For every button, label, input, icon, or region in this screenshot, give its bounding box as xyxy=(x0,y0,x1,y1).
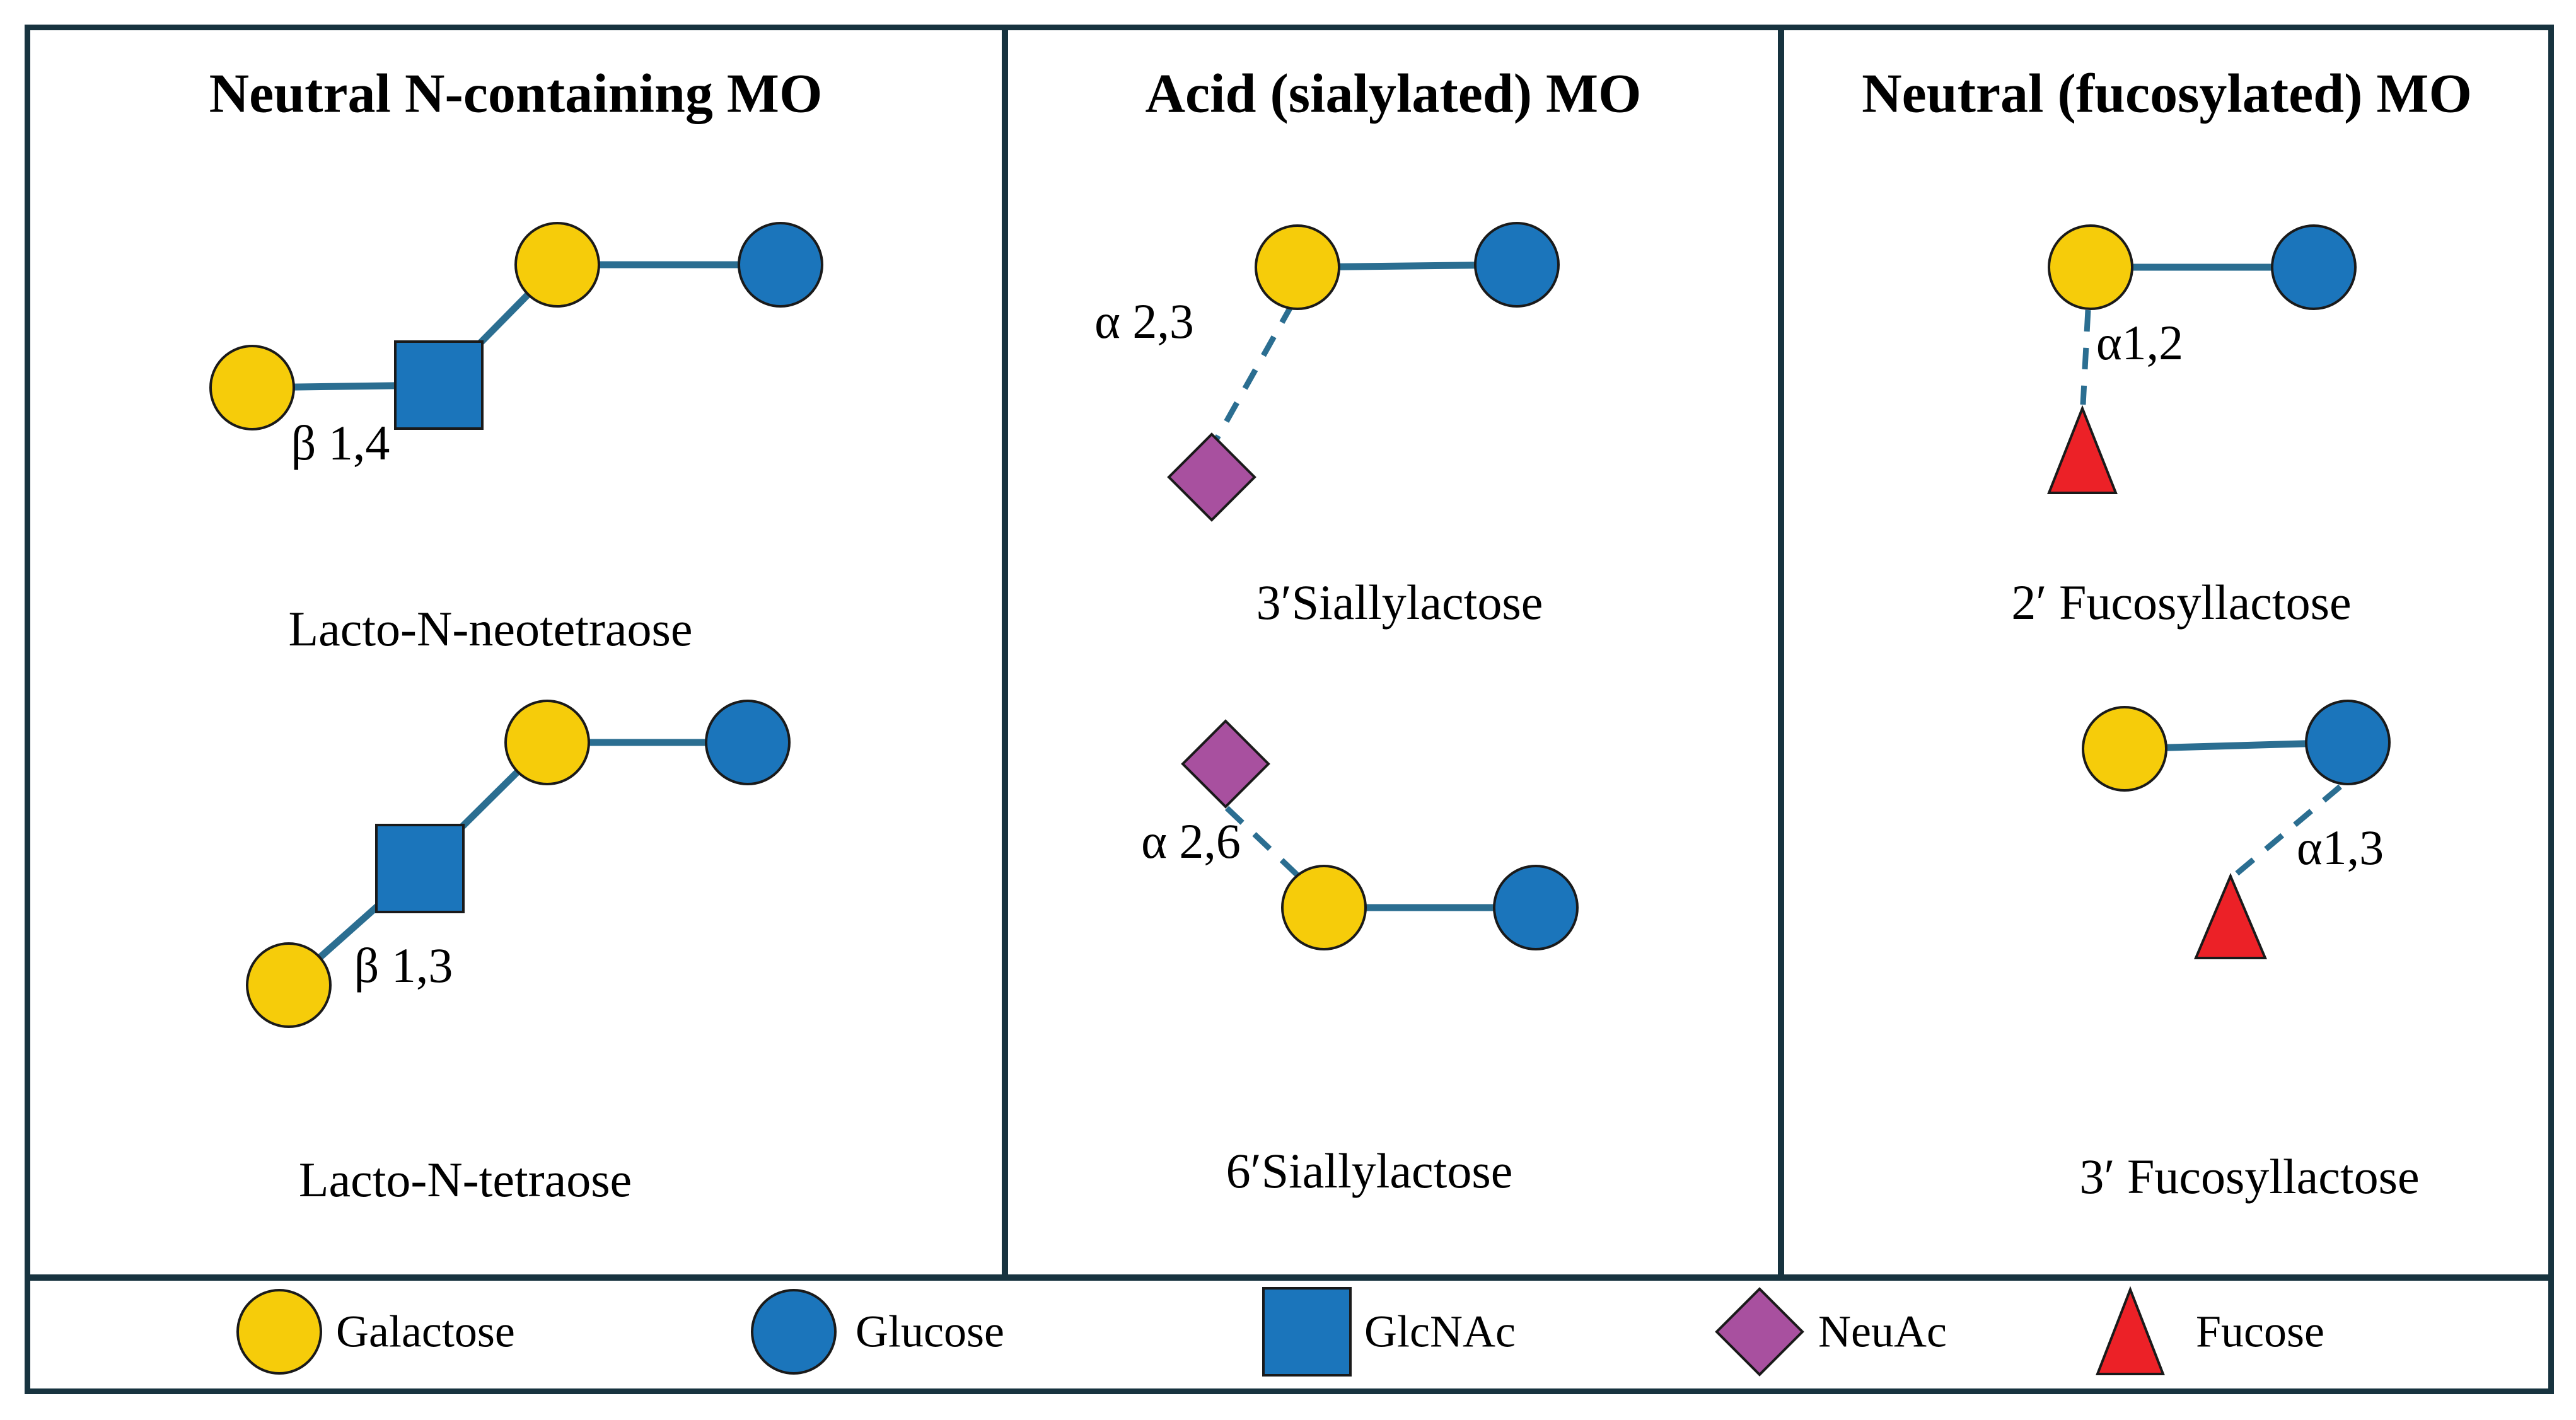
linkage-label-beta-1-3: β 1,3 xyxy=(354,938,453,993)
glcnac-node xyxy=(394,340,484,430)
linkage-label-alpha-1-2: α1,2 xyxy=(2096,315,2184,371)
structure-name-6-siallylactose: 6′Siallylactose xyxy=(1226,1143,1513,1199)
neuac-node xyxy=(1181,719,1270,809)
galactose-node xyxy=(246,942,332,1028)
glucose-node xyxy=(2271,224,2357,310)
panel-divider-1 xyxy=(1002,30,1008,1278)
fucose-node xyxy=(2193,872,2268,959)
legend-neuac-icon xyxy=(1715,1287,1804,1377)
galactose-node xyxy=(1255,224,1340,310)
glucose-node xyxy=(2305,700,2391,785)
glycosidic-link-dashed xyxy=(2080,309,2091,405)
linkage-label-beta-1-4: β 1,4 xyxy=(291,415,390,471)
legend-label-fucose: Fucose xyxy=(2196,1306,2324,1357)
legend-fucose-icon xyxy=(2096,1286,2165,1375)
structure-name-3-fucosyllactose: 3′ Fucosyllactose xyxy=(2079,1149,2420,1204)
neuac-node xyxy=(1167,432,1256,522)
galactose-node xyxy=(504,700,590,785)
legend-glucose-icon xyxy=(751,1289,837,1375)
galactose-node xyxy=(514,222,600,308)
legend-galactose-icon xyxy=(236,1289,322,1375)
glcnac-node xyxy=(375,824,465,913)
figure-border xyxy=(25,25,2554,1394)
fucose-node xyxy=(2047,405,2118,494)
linkage-label-alpha-2-6: α 2,6 xyxy=(1141,814,1241,869)
panel1-title: Neutral N-containing MO xyxy=(209,63,823,125)
galactose-node xyxy=(2048,224,2133,310)
glucose-node xyxy=(1493,865,1579,950)
legend-glcnac-icon xyxy=(1262,1287,1352,1377)
linkage-label-alpha-2-3: α 2,3 xyxy=(1094,294,1194,349)
legend-label-galactose: Galactose xyxy=(336,1306,515,1357)
legend-label-glcnac: GlcNAc xyxy=(1364,1306,1516,1357)
legend-divider xyxy=(25,1274,2554,1281)
structure-name-2-fucosyllactose: 2′ Fucosyllactose xyxy=(2011,575,2352,630)
galactose-node xyxy=(2082,706,2167,792)
structure-name-lacto-n-neotetraose: Lacto-N-neotetraose xyxy=(288,601,693,657)
glucose-node xyxy=(1474,222,1560,308)
panel3-title: Neutral (fucosylated) MO xyxy=(1862,63,2472,125)
panel-divider-2 xyxy=(1778,30,1784,1278)
linkage-label-alpha-1-3: α1,3 xyxy=(2296,820,2384,875)
structure-name-lacto-n-tetraose: Lacto-N-tetraose xyxy=(298,1152,632,1208)
glycosidic-link-dashed xyxy=(1224,805,1306,884)
legend-label-glucose: Glucose xyxy=(856,1306,1004,1357)
galactose-node xyxy=(209,345,295,430)
structure-name-3-siallylactose: 3′Siallylactose xyxy=(1256,575,1543,630)
glucose-node xyxy=(705,700,791,785)
glucose-node xyxy=(738,222,823,308)
glycosidic-link-dashed xyxy=(1214,302,1295,441)
galactose-node xyxy=(1281,865,1367,950)
legend-label-neuac: NeuAc xyxy=(1818,1306,1947,1357)
panel2-title: Acid (sialylated) MO xyxy=(1145,63,1642,125)
